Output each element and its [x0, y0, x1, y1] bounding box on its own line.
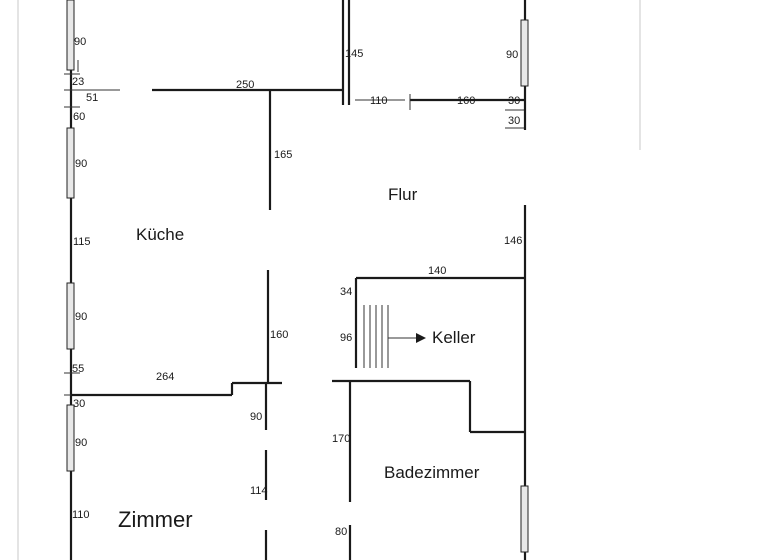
dim-label: 55 [72, 363, 84, 375]
room-label-keller: Keller [432, 328, 476, 347]
dim-label: 115 [73, 236, 91, 248]
dim-label: 60 [73, 111, 85, 123]
dim-label: 30 [508, 95, 520, 107]
window-left-4 [66, 404, 75, 472]
keller-arrow-head [416, 333, 426, 343]
dim-label: 250 [236, 79, 254, 91]
dim-label: 170 [332, 433, 350, 445]
dim-label: 90 [74, 36, 86, 48]
window-right-2 [520, 485, 529, 553]
dim-label: 160 [270, 329, 288, 341]
dim-label: 110 [370, 95, 388, 107]
dim-label: 90 [75, 437, 87, 449]
room-label-zimmer: Zimmer [118, 507, 193, 532]
room-label-kueche: Küche [136, 225, 184, 244]
dim-label: 90 [250, 411, 262, 423]
dim-label: 80 [335, 526, 347, 538]
dim-label: 114 [250, 485, 268, 497]
dim-label: 90 [506, 49, 518, 61]
dim-label: 90 [75, 158, 87, 170]
window-left-2 [66, 127, 75, 199]
dim-label: 146 [504, 235, 522, 247]
window-right-1 [520, 19, 529, 87]
dim-label: 264 [156, 371, 174, 383]
dim-label: 34 [340, 286, 352, 298]
dim-label: 90 [75, 311, 87, 323]
dim-label: 145 [345, 48, 363, 60]
dim-label: 160 [457, 95, 475, 107]
window-left-3 [66, 282, 75, 350]
dim-label: 30 [73, 398, 85, 410]
dim-label: 51 [86, 92, 98, 104]
room-label-flur: Flur [388, 185, 418, 204]
dim-label: 30 [508, 115, 520, 127]
dim-label: 110 [72, 509, 90, 521]
dim-label: 140 [428, 265, 446, 277]
dim-label: 23 [72, 76, 84, 88]
dim-label: 96 [340, 332, 352, 344]
room-label-badezimmer: Badezimmer [384, 463, 480, 482]
dim-label: 165 [274, 149, 292, 161]
window-left-1 [66, 0, 75, 71]
